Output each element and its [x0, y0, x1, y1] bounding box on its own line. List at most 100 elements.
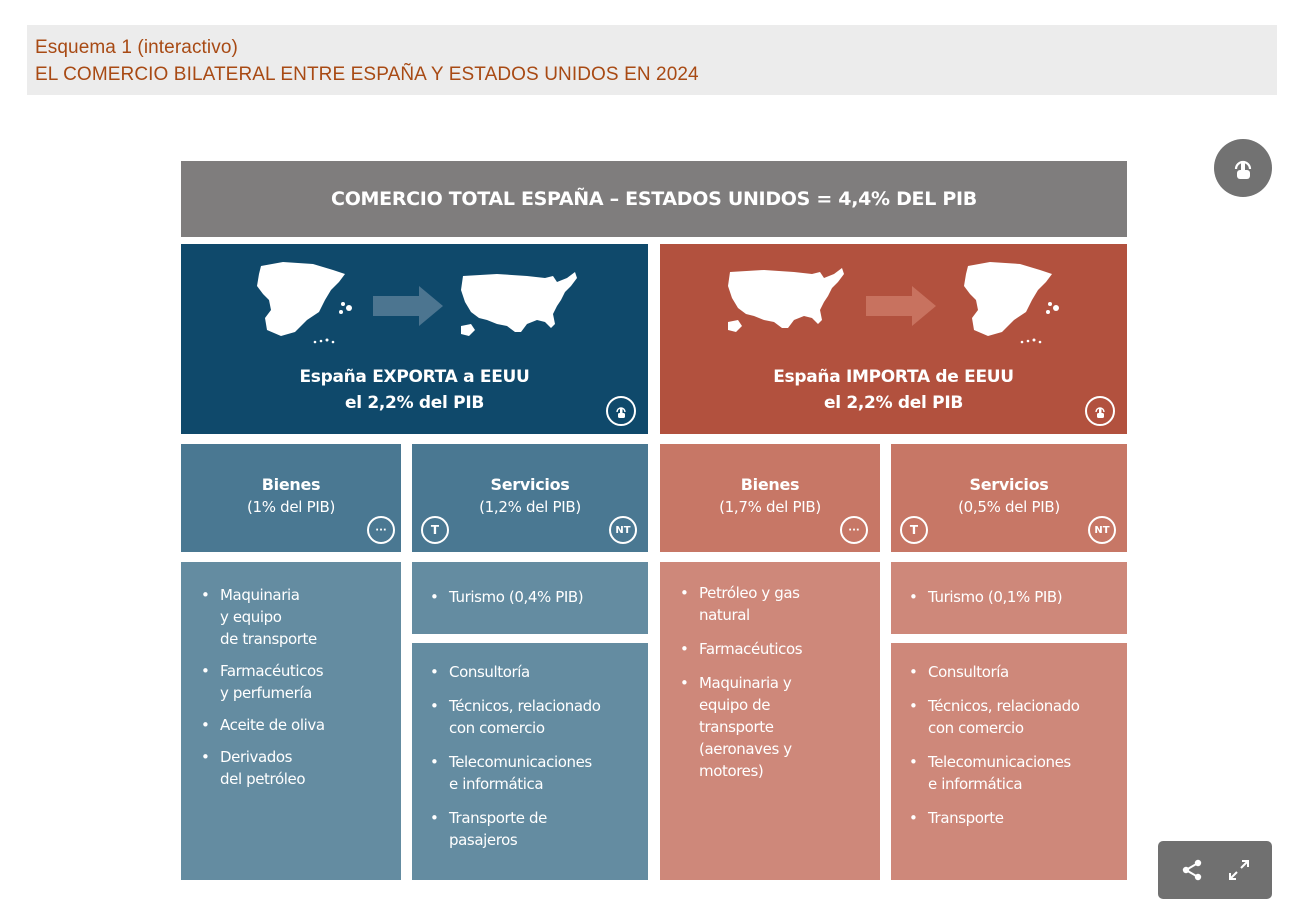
import-title-line1: España IMPORTA de EEUU	[773, 367, 1014, 387]
export-tap-button[interactable]	[606, 396, 636, 426]
export-services-tradable-button[interactable]: T	[421, 516, 449, 544]
list-item: Consultoría	[430, 661, 648, 683]
import-goods-list: Petróleo y gas natural Farmacéuticos Maqu…	[660, 562, 880, 880]
list-item-line: Telecomunicaciones	[928, 753, 1071, 771]
list-item: Derivados del petróleo	[201, 746, 401, 790]
export-services-share: (1,2% del PIB)	[479, 498, 581, 516]
fullscreen-button[interactable]	[1224, 855, 1254, 885]
list-item: Maquinaria y equipo de transporte	[201, 584, 401, 650]
list-item-line: motores)	[699, 762, 764, 780]
list-item-line: Maquinaria y	[699, 674, 792, 692]
list-item-line: Transporte de	[449, 809, 547, 827]
export-goods-header: Bienes (1% del PIB) ···	[181, 444, 401, 552]
export-services-title: Servicios	[490, 475, 570, 494]
list-item-line: Aceite de oliva	[220, 716, 325, 734]
list-item: Telecomunicaciones e informática	[909, 751, 1127, 795]
usa-map-icon	[728, 268, 844, 332]
export-goods-more-button[interactable]: ···	[367, 516, 395, 544]
export-services-nontradable-button[interactable]: NT	[609, 516, 637, 544]
import-goods-more-button[interactable]: ···	[840, 516, 868, 544]
export-goods-share: (1% del PIB)	[246, 498, 336, 516]
export-goods-list: Maquinaria y equipo de transporte Farmacéu…	[181, 562, 401, 880]
spain-map-icon	[964, 262, 1059, 344]
export-title-line1: España EXPORTA a EEUU	[299, 367, 530, 387]
list-item-line: Consultoría	[928, 663, 1009, 681]
export-services-list: Consultoría Técnicos, relacionado con com…	[412, 643, 648, 880]
list-item-line: Transporte	[928, 809, 1004, 827]
import-services-header: Servicios (0,5% del PIB) T NT	[891, 444, 1127, 552]
list-item-line: del petróleo	[220, 770, 306, 788]
share-icon	[1182, 859, 1201, 881]
list-item-line: equipo de	[699, 696, 771, 714]
arrow-right-icon	[373, 286, 443, 326]
import-services-tradable-button[interactable]: T	[900, 516, 928, 544]
export-title-line2: el 2,2% del PIB	[344, 393, 485, 413]
share-toolbar	[1158, 841, 1272, 899]
import-services-share: (0,5% del PIB)	[958, 498, 1060, 516]
list-item: Farmacéuticos y perfumería	[201, 660, 401, 704]
import-tap-button[interactable]	[1085, 396, 1115, 426]
list-item: Transporte de pasajeros	[430, 807, 648, 851]
total-trade-banner: COMERCIO TOTAL ESPAÑA – ESTADOS UNIDOS =…	[181, 161, 1127, 237]
list-item-line: Petróleo y gas	[699, 584, 800, 602]
list-item-line: Consultoría	[449, 663, 530, 681]
arrow-right-icon	[866, 286, 936, 326]
spain-map-icon	[257, 262, 352, 344]
list-item-line: Farmacéuticos	[220, 662, 324, 680]
export-goods-title: Bienes	[261, 475, 321, 494]
list-item: Turismo (0,4% PIB)	[430, 586, 648, 608]
list-item-line: de transporte	[220, 630, 317, 648]
list-item: Técnicos, relacionado con comercio	[430, 695, 648, 739]
list-item-line: Farmacéuticos	[699, 640, 803, 658]
list-item-line: y perfumería	[220, 684, 312, 702]
import-services-nontradable-button[interactable]: NT	[1088, 516, 1116, 544]
import-title: España IMPORTA de EEUU el 2,2% del PIB	[660, 364, 1127, 416]
list-item-line: Maquinaria	[220, 586, 300, 604]
list-item: Petróleo y gas natural	[680, 582, 880, 626]
import-tourism-box: Turismo (0,1% PIB)	[891, 562, 1127, 634]
import-goods-share: (1,7% del PIB)	[719, 498, 821, 516]
import-goods-title: Bienes	[740, 475, 800, 494]
list-item-line: y equipo	[220, 608, 282, 626]
tap-hand-icon	[616, 407, 626, 418]
list-item-line: Técnicos, relacionado	[928, 697, 1080, 715]
header-subtitle: Esquema 1 (interactivo)	[35, 37, 238, 58]
tap-hand-icon	[1234, 160, 1252, 179]
list-item: Aceite de oliva	[201, 714, 401, 736]
list-item: Transporte	[909, 807, 1127, 829]
list-item-line: Técnicos, relacionado	[449, 697, 601, 715]
list-item-line: con comercio	[928, 719, 1024, 737]
header-title: EL COMERCIO BILATERAL ENTRE ESPAÑA Y EST…	[35, 64, 699, 85]
list-item-line: Telecomunicaciones	[449, 753, 592, 771]
list-item: Maquinaria y equipo de transporte (aeronave…	[680, 672, 880, 782]
list-item-line: (aeronaves y	[699, 740, 792, 758]
import-services-list: Consultoría Técnicos, relacionado con com…	[891, 643, 1127, 880]
list-item-line: transporte	[699, 718, 774, 736]
export-title: España EXPORTA a EEUU el 2,2% del PIB	[181, 364, 648, 416]
list-item-line: Turismo (0,1% PIB)	[928, 588, 1063, 606]
usa-map-icon	[461, 272, 577, 336]
tap-toggle-button[interactable]	[1214, 139, 1272, 197]
list-item-line: natural	[699, 606, 750, 624]
header: Esquema 1 (interactivo) EL COMERCIO BILA…	[27, 25, 1277, 95]
list-item: Telecomunicaciones e informática	[430, 751, 648, 795]
list-item-line: e informática	[928, 775, 1023, 793]
list-item-line: e informática	[449, 775, 544, 793]
list-item: Farmacéuticos	[680, 638, 880, 660]
list-item-line: pasajeros	[449, 831, 518, 849]
export-tourism-box: Turismo (0,4% PIB)	[412, 562, 648, 634]
export-panel[interactable]: España EXPORTA a EEUU el 2,2% del PIB	[181, 244, 648, 434]
list-item-line: Turismo (0,4% PIB)	[449, 588, 584, 606]
import-panel[interactable]: España IMPORTA de EEUU el 2,2% del PIB	[660, 244, 1127, 434]
import-goods-header: Bienes (1,7% del PIB) ···	[660, 444, 880, 552]
share-button[interactable]	[1177, 855, 1207, 885]
fullscreen-icon	[1228, 860, 1249, 880]
export-services-header: Servicios (1,2% del PIB) T NT	[412, 444, 648, 552]
import-title-line2: el 2,2% del PIB	[823, 393, 964, 413]
list-item: Técnicos, relacionado con comercio	[909, 695, 1127, 739]
list-item-line: Derivados	[220, 748, 293, 766]
list-item-line: con comercio	[449, 719, 545, 737]
tap-hand-icon	[1095, 407, 1105, 418]
import-services-title: Servicios	[969, 475, 1049, 494]
list-item: Consultoría	[909, 661, 1127, 683]
